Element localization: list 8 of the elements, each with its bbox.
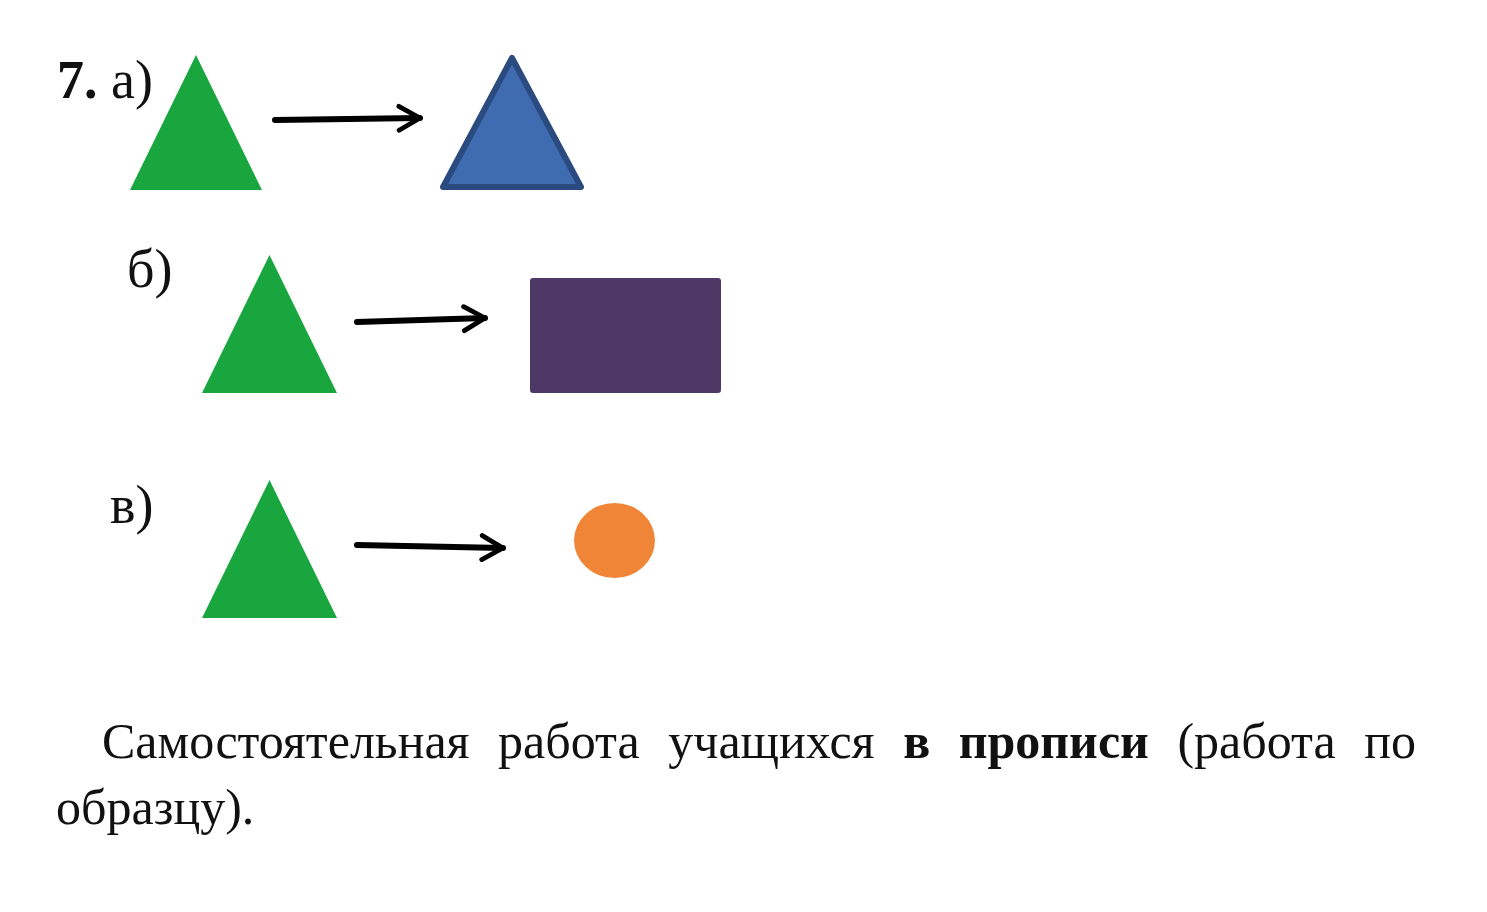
triangle [440, 53, 584, 190]
arrow [272, 103, 423, 133]
rectangle [530, 278, 721, 393]
arrow [354, 304, 488, 334]
task-paragraph: Самостоятельная работа учащихся в прописи (работа по образцу). [56, 712, 1416, 837]
triangle [202, 478, 337, 618]
triangle [202, 253, 337, 393]
arrow [354, 533, 506, 562]
